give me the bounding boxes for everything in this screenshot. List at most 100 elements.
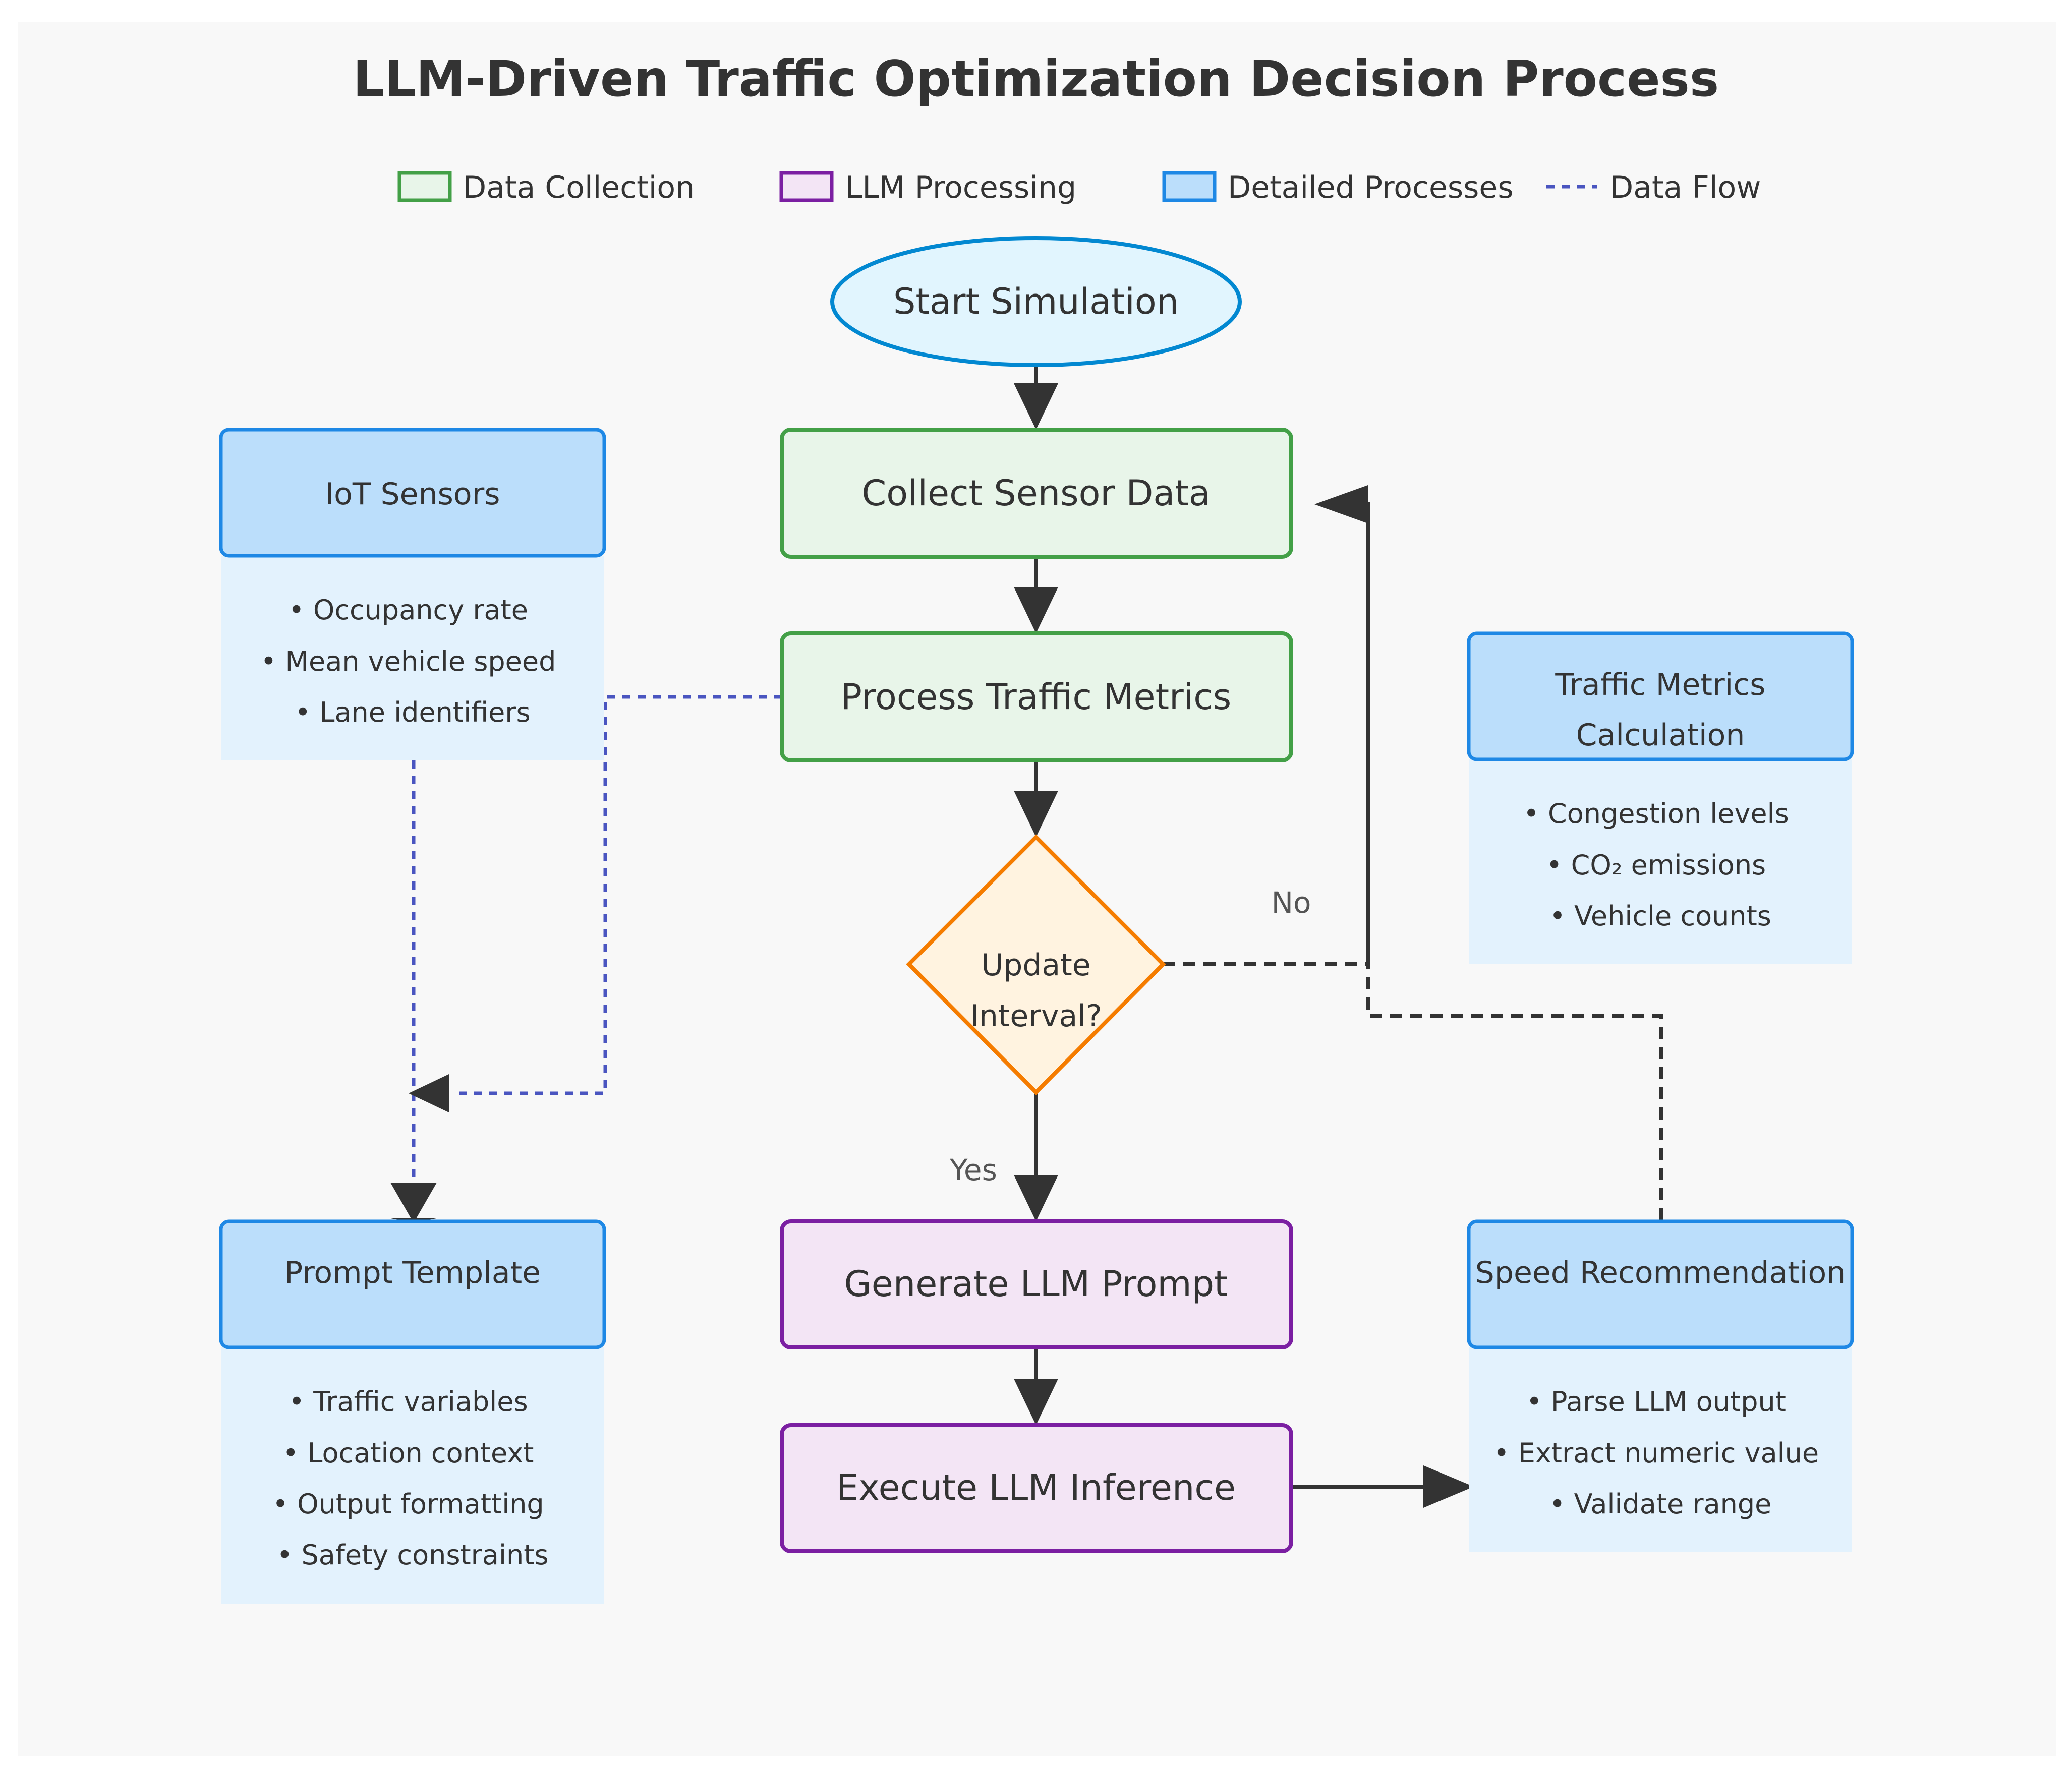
arrowhead-generate xyxy=(1014,1175,1058,1221)
legend-label-data-collection: Data Collection xyxy=(463,170,695,205)
arrowhead-speed xyxy=(1423,1465,1474,1508)
panel-speed-item-0: • Parse LLM output xyxy=(1526,1386,1786,1418)
panel-prompt-item-1: • Location context xyxy=(282,1437,534,1469)
panel-speed-item-1: • Extract numeric value xyxy=(1493,1437,1819,1469)
panel-prompt-items: • Traffic variables • Location context •… xyxy=(272,1386,553,1571)
process-node-label: Process Traffic Metrics xyxy=(841,676,1231,718)
panel-bullet: • xyxy=(1493,1437,1510,1469)
collect-node-shape xyxy=(780,428,1293,559)
process-node-shape xyxy=(780,631,1293,762)
arrowhead-decision xyxy=(1014,791,1058,837)
loop-back-arrowhead xyxy=(1314,485,1368,523)
legend-label-detailed-processes: Detailed Processes xyxy=(1228,170,1514,205)
panel-metrics-item-0: • Congestion levels xyxy=(1523,798,1789,830)
panel-prompt-template: Prompt Template • Traffic variables • Lo… xyxy=(219,1219,606,1604)
panel-iot-item-1: • Mean vehicle speed xyxy=(260,645,556,677)
start-node-shape xyxy=(830,236,1242,367)
generate-node-label: Generate LLM Prompt xyxy=(844,1263,1228,1305)
panel-iot-item-bullet: • Occupancy rate • Mean vehicle speed • … xyxy=(260,594,564,728)
panel-speed-body xyxy=(1469,1347,1852,1552)
collect-sensor-data-node: Collect Sensor Data xyxy=(780,428,1293,559)
panel-bullet: • xyxy=(260,645,276,677)
panel-bullet: • xyxy=(1526,1386,1542,1418)
panel-prompt-item-0: • Traffic variables xyxy=(289,1386,528,1418)
legend-item-data-flow: Data Flow xyxy=(1546,170,1761,205)
data-flow-connectors xyxy=(412,695,782,1218)
legend-item-data-collection: Data Collection xyxy=(397,170,695,205)
panel-prompt-item-3-text: Safety constraints xyxy=(302,1539,549,1571)
panel-speed-item-2-text: Validate range xyxy=(1574,1488,1772,1520)
panel-prompt-item-2: • Output formatting xyxy=(272,1488,544,1520)
panel-speed-item-0-text: Parse LLM output xyxy=(1551,1386,1786,1418)
execute-llm-inference-node: Execute LLM Inference xyxy=(780,1423,1293,1553)
panel-iot-item-1-text: Mean vehicle speed xyxy=(285,645,556,677)
panel-metrics-title-line2: Calculation xyxy=(1576,718,1745,753)
generate-node-shape xyxy=(780,1219,1293,1349)
panel-metrics-header xyxy=(1467,631,1854,761)
panel-iot-item-2-text: Lane identifiers xyxy=(319,696,530,728)
panel-iot-sensors: IoT Sensors • Occupancy rate • Mean vehi… xyxy=(219,428,606,760)
panel-bullet: • xyxy=(1523,798,1539,830)
diagram-title: LLM-Driven Traffic Optimization Decision… xyxy=(353,50,1719,108)
panel-speed-items: • Parse LLM output • Extract numeric val… xyxy=(1493,1386,1828,1520)
panel-speed-item-2: • Validate range xyxy=(1549,1488,1772,1520)
arrowhead-execute xyxy=(1014,1379,1058,1425)
start-node-label: Start Simulation xyxy=(893,281,1179,322)
panel-iot-item-0-text: Occupancy rate xyxy=(313,594,528,626)
panel-bullet: • xyxy=(289,594,305,626)
panel-speed-recommendation: Speed Recommendation • Parse LLM output … xyxy=(1467,1219,1854,1552)
panel-bullet: • xyxy=(1549,1488,1566,1520)
panel-speed-header xyxy=(1467,1219,1854,1349)
panel-bullet: • xyxy=(272,1488,289,1520)
execute-node-shape xyxy=(780,1423,1293,1553)
panel-prompt-item-3: • Safety constraints xyxy=(276,1539,548,1571)
loop-connectors xyxy=(1163,962,1663,1220)
panel-prompt-item-0-text: Traffic variables xyxy=(313,1386,528,1418)
panel-bullet: • xyxy=(276,1539,293,1571)
panel-metrics-item-1-text: CO₂ emissions xyxy=(1571,849,1766,881)
panel-prompt-title: Prompt Template xyxy=(284,1255,541,1290)
start-node: Start Simulation xyxy=(830,236,1242,367)
panel-prompt-body xyxy=(221,1347,604,1604)
speed-return-dashed xyxy=(1366,964,1663,1220)
panel-bullet: • xyxy=(1549,900,1566,932)
edge-label-yes: Yes xyxy=(949,1153,997,1187)
panel-iot-body xyxy=(221,556,604,760)
panel-metrics-item-2-text: Vehicle counts xyxy=(1574,900,1771,932)
panel-iot-header xyxy=(219,428,606,558)
panel-iot-title: IoT Sensors xyxy=(325,477,500,512)
panel-iot-item-0: • Occupancy rate xyxy=(289,594,528,626)
decision-label-line1: Update xyxy=(981,948,1090,983)
panel-iot-item-2: • Lane identifiers xyxy=(295,696,530,728)
panel-metrics-body xyxy=(1469,759,1852,964)
panel-metrics-item-0-text: Congestion levels xyxy=(1548,798,1789,830)
panel-bullet: • xyxy=(282,1437,299,1469)
panel-metrics-item-1: • CO₂ emissions xyxy=(1546,849,1766,881)
collect-node-label: Collect Sensor Data xyxy=(861,473,1210,514)
main-flow-arrowheads xyxy=(1014,383,1474,1508)
edge-label-no: No xyxy=(1272,886,1311,920)
legend-item-llm-processing: LLM Processing xyxy=(779,170,1076,205)
panel-bullet: • xyxy=(1546,849,1563,881)
legend-label-data-flow: Data Flow xyxy=(1610,170,1761,205)
legend-swatch-llm-processing xyxy=(779,171,834,202)
legend-item-detailed-processes: Detailed Processes xyxy=(1162,170,1514,205)
execute-node-label: Execute LLM Inference xyxy=(836,1467,1236,1508)
legend: Data Collection LLM Processing Detailed … xyxy=(397,170,1761,205)
arrowhead-process xyxy=(1014,587,1058,633)
panel-metrics-item-2: • Vehicle counts xyxy=(1549,900,1771,932)
panel-metrics-items: • Congestion levels • CO₂ emissions • Ve… xyxy=(1523,798,1798,932)
legend-swatch-data-collection xyxy=(397,171,452,202)
update-interval-decision: Update Interval? xyxy=(906,834,1166,1095)
legend-swatch-detailed-processes xyxy=(1162,171,1217,202)
panel-metrics-title-line1: Traffic Metrics xyxy=(1555,667,1765,702)
panel-prompt-item-1-text: Location context xyxy=(307,1437,534,1469)
data-flow-arrowhead-merge xyxy=(409,1074,449,1112)
panel-prompt-item-2-text: Output formatting xyxy=(297,1488,544,1520)
panel-bullet: • xyxy=(289,1386,305,1418)
legend-label-llm-processing: LLM Processing xyxy=(845,170,1076,205)
decision-shape xyxy=(906,834,1166,1095)
data-flow-arrowhead-template xyxy=(390,1183,437,1223)
panel-traffic-metrics: Traffic Metrics Calculation • Congestion… xyxy=(1467,631,1854,964)
